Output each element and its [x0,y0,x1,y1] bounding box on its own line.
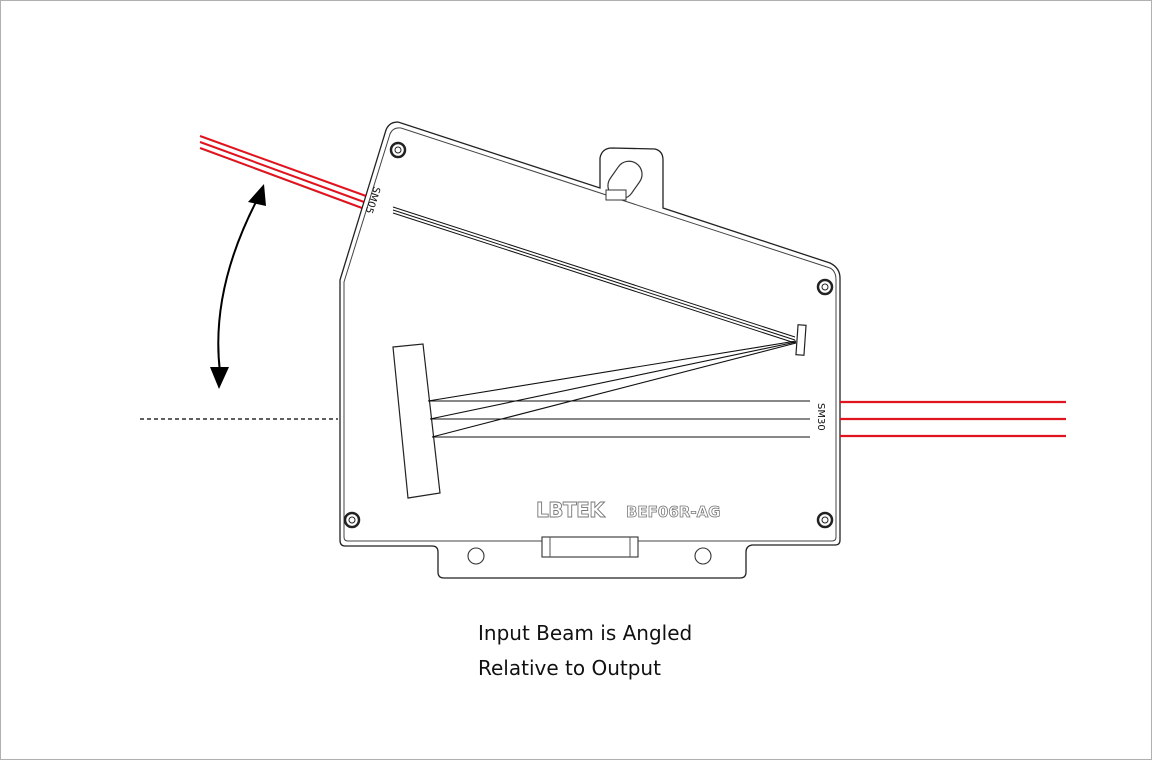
collimated-beams [428,400,810,438]
connector [541,536,639,558]
diverging-beams [427,340,797,438]
arrowhead-down-icon [210,367,229,389]
internal-input-beam [392,206,796,344]
convex-mirror [795,324,807,356]
caption-line-2: Relative to Output [478,656,661,680]
arrowhead-up-icon [248,184,266,206]
caption-line-1: Input Beam is Angled [478,621,693,645]
model-label: BEF06R-AG [626,503,721,521]
screws [343,141,834,529]
mount-key [605,189,627,201]
input-beam [199,135,367,209]
mount-hole-left [467,547,485,565]
concave-mirror [392,343,441,499]
housing-inner-outline [343,127,837,542]
angle-adjust-arrow [217,197,259,373]
output-beam [840,400,1066,438]
brand-logo: LBTEK [536,498,606,522]
mount-hole-right [694,547,712,565]
output-port-label: SM30 [815,403,826,431]
